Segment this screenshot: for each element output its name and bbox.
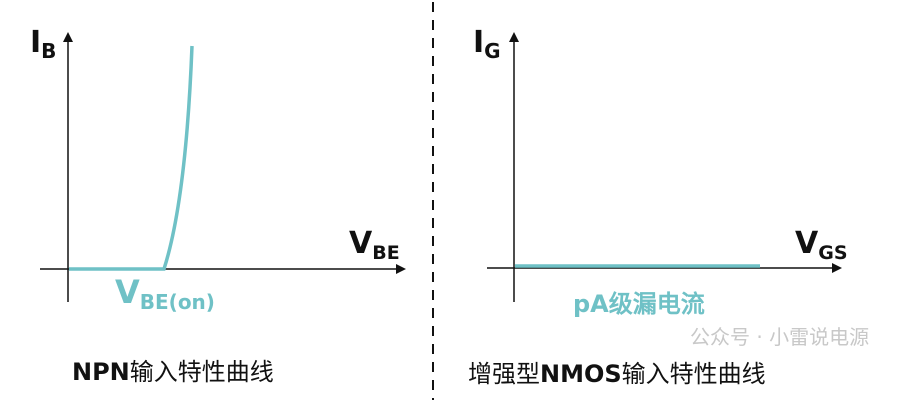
left-y-label: IB xyxy=(30,25,56,63)
vbe-on-label: VBE(on) xyxy=(115,273,215,314)
right-caption: 增强型NMOS输入特性曲线 xyxy=(468,360,766,388)
pa-leakage-label: pA级漏电流 xyxy=(573,290,705,318)
left-caption: NPN输入特性曲线 xyxy=(72,358,274,386)
right-y-label: IG xyxy=(473,25,501,63)
npn-input-curve xyxy=(69,45,194,271)
watermark: 公众号 · 小雷说电源 xyxy=(690,325,869,349)
left-x-label: VBE xyxy=(349,226,400,264)
right-x-label: VGS xyxy=(795,226,848,264)
